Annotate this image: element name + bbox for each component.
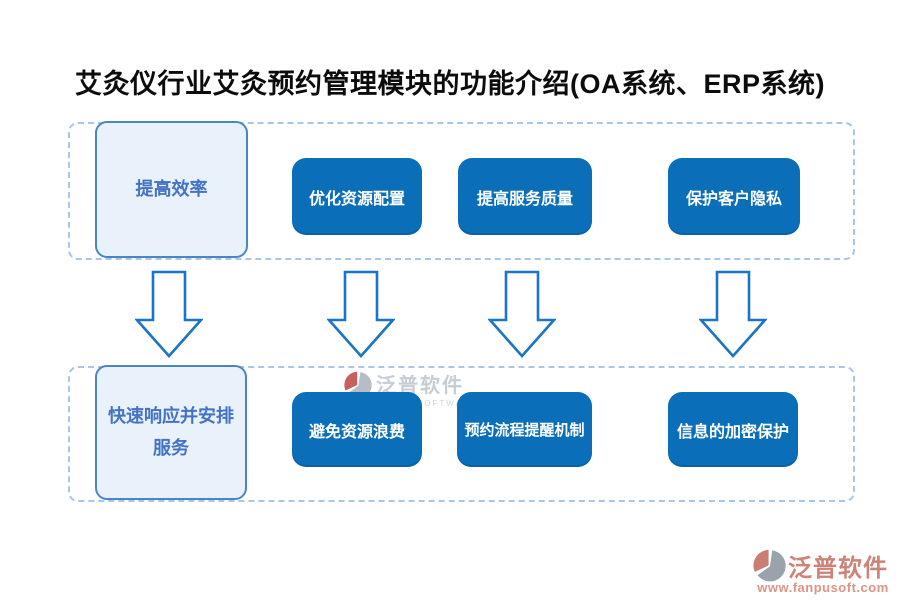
footer-brand-url: www.fanpusoft.com <box>757 580 889 595</box>
footer-brand: 泛普软件 www.fanpusoft.com <box>753 548 893 595</box>
fanpu-logo-icon <box>344 371 372 399</box>
bottom-benefits-group <box>68 366 855 502</box>
top-benefits-group <box>68 122 855 260</box>
down-arrow-icon <box>488 270 556 358</box>
lead-box-efficiency: 提高效率 <box>95 121 248 258</box>
feature-box-customer-privacy: 保护客户隐私 <box>668 158 800 235</box>
down-arrow-icon <box>699 270 767 358</box>
feature-box-avoid-waste: 避免资源浪费 <box>292 392 422 467</box>
lead-box-quick-response: 快速响应并安排服务 <box>95 365 247 500</box>
fanpu-logo-icon <box>753 549 786 582</box>
feature-box-encryption: 信息的加密保护 <box>668 392 798 467</box>
footer-brand-name: 泛普软件 <box>788 555 888 582</box>
watermark-brand-text: 泛普软件 <box>376 375 464 397</box>
feature-box-service-quality: 提高服务质量 <box>458 158 592 235</box>
watermark-brand-subtext: FANPU SOFTWARE <box>376 399 478 408</box>
watermark: 泛普软件 FANPU SOFTWARE <box>344 369 478 408</box>
lead-box-label: 快速响应并安排服务 <box>108 406 234 458</box>
down-arrow-icon <box>327 270 395 358</box>
down-arrow-icon <box>135 270 203 358</box>
lead-box-label: 提高效率 <box>135 178 208 199</box>
page-title: 艾灸仪行业艾灸预约管理模块的功能介绍(OA系统、ERP系统) <box>75 69 825 99</box>
feature-box-reminder-mechanism: 预约流程提醒机制 <box>457 392 592 467</box>
feature-box-optimize-resources: 优化资源配置 <box>292 158 422 235</box>
